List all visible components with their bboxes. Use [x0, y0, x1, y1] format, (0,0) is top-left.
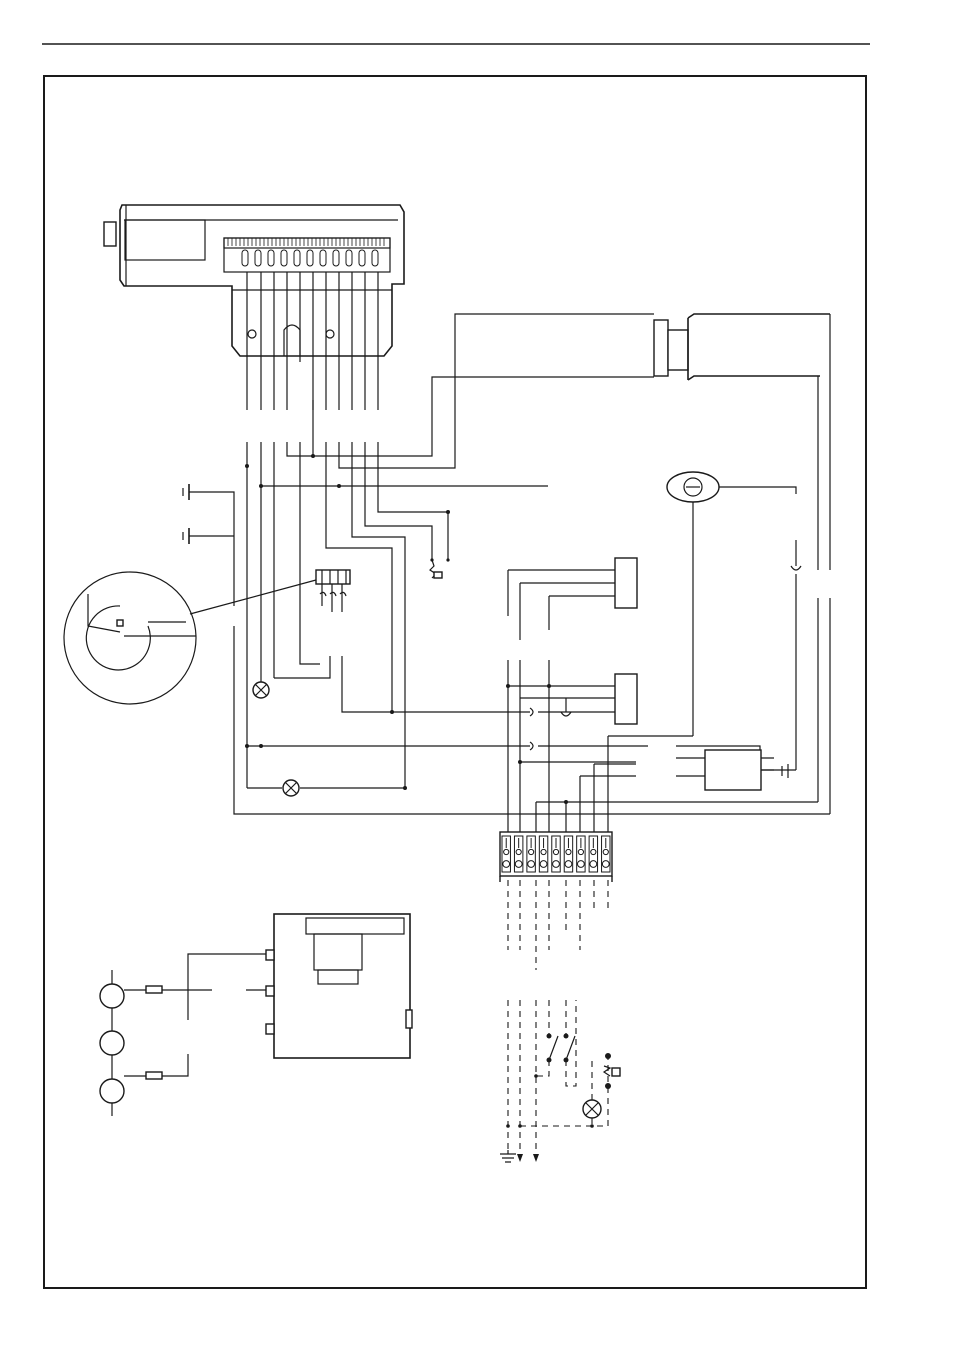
relay — [316, 570, 350, 612]
switch-icon — [547, 1034, 621, 1090]
pin — [242, 250, 248, 266]
lamp-1 — [253, 682, 269, 698]
pin — [255, 250, 261, 266]
terminal-screw — [515, 861, 522, 868]
terminal-screw — [553, 861, 560, 868]
connector-2 — [342, 656, 637, 724]
pin — [320, 250, 326, 266]
terminal-screw — [565, 861, 572, 868]
control-unit — [266, 914, 412, 1058]
pin — [359, 250, 365, 266]
capacitor-1 — [183, 484, 234, 606]
terminal-screw — [503, 861, 510, 868]
control-box-pins — [228, 238, 384, 266]
feed-wires — [508, 660, 818, 838]
lamp-3 — [583, 1100, 601, 1118]
connector-1 — [508, 558, 637, 640]
mounting-hole-left — [248, 330, 256, 338]
pin — [346, 250, 352, 266]
ignition-transformer — [535, 314, 830, 814]
pin — [294, 250, 300, 266]
terminal-screw — [540, 861, 547, 868]
pin — [307, 250, 313, 266]
terminal-screw — [590, 861, 597, 868]
terminal-block — [500, 832, 612, 882]
terminal-screw — [602, 861, 609, 868]
lamp-2 — [283, 780, 299, 796]
pin — [372, 250, 378, 266]
control-box — [104, 205, 404, 356]
mounting-hole-right — [326, 330, 334, 338]
control-box-wires — [247, 272, 548, 788]
thermostat-detail — [64, 572, 316, 704]
ground-icon — [791, 540, 801, 770]
pin — [281, 250, 287, 266]
resistor-icon — [430, 558, 450, 578]
photocell — [261, 472, 796, 736]
capacitor-2 — [183, 528, 234, 544]
terminal-screw — [577, 861, 584, 868]
bottom-ground — [500, 1074, 594, 1162]
diagram-frame — [44, 76, 866, 1288]
terminal-screw — [528, 861, 535, 868]
electrodes — [100, 954, 266, 1116]
timer-box — [676, 750, 788, 790]
pin — [268, 250, 274, 266]
pin — [333, 250, 339, 266]
